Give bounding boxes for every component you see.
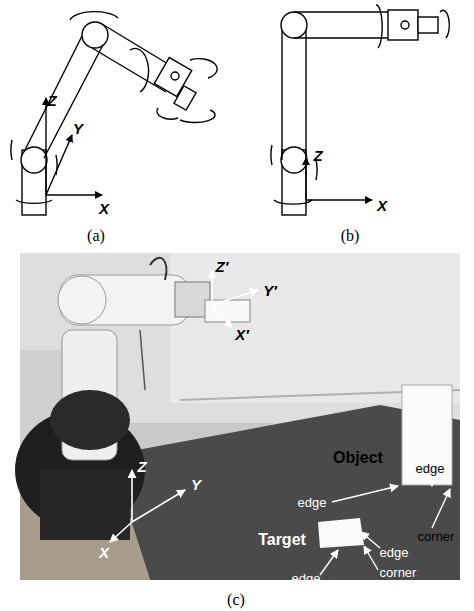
feature-label: edge (298, 496, 327, 509)
subfigure-label: (c) (227, 592, 245, 608)
photo (15, 253, 460, 580)
object-label: Object (333, 450, 383, 466)
robot-schematic-b (271, 5, 449, 215)
axis-label: Y′ (263, 283, 277, 298)
axis-label: Z (137, 459, 146, 474)
subfigure-label: (b) (341, 228, 360, 244)
axis-label: Z′ (216, 259, 229, 274)
leader-arrows (320, 476, 450, 575)
axis-label: Z (313, 148, 322, 163)
axes-b (306, 158, 372, 200)
axis-label: Y (191, 477, 201, 492)
subfigure-label: (a) (87, 228, 105, 244)
axis-label: X (377, 198, 387, 213)
feature-label: corner (380, 566, 417, 579)
axis-label: X (99, 545, 109, 560)
axis-label: Z (47, 93, 56, 108)
robot-schematic-a (11, 12, 217, 215)
axes-c-base (110, 470, 185, 542)
axis-label: Y (73, 121, 83, 136)
feature-label: edge (416, 462, 445, 475)
axes-c-tool (212, 270, 258, 328)
feature-label: corner (418, 530, 455, 543)
axes-a (46, 98, 102, 195)
feature-label: edge (380, 546, 409, 559)
axis-label: X (99, 201, 109, 216)
axis-label: X′ (235, 327, 249, 342)
target-label: Target (258, 532, 306, 548)
feature-label: edge (292, 572, 321, 585)
